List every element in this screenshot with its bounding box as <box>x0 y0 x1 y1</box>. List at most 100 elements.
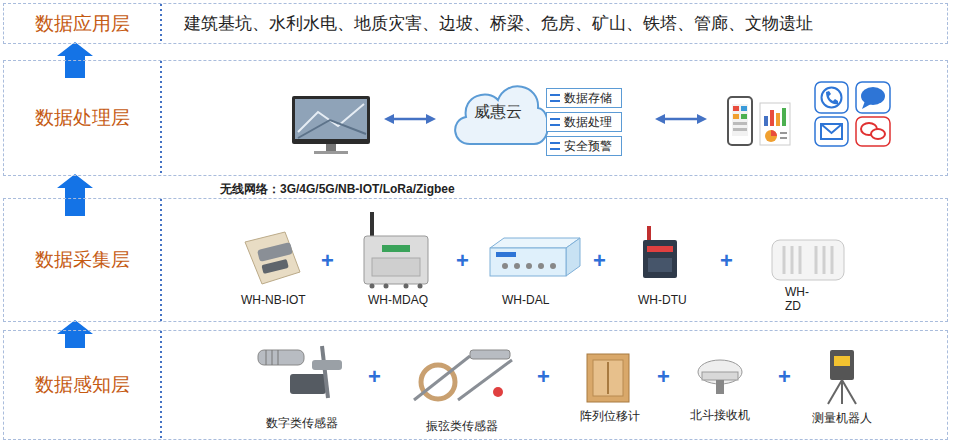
measuring-robot <box>841 380 843 404</box>
phone-report <box>765 130 777 142</box>
double-arrow <box>655 114 665 124</box>
wh-dal-device <box>490 238 580 248</box>
digital-sensor <box>258 350 304 365</box>
measuring-robot <box>828 380 842 404</box>
box-label: 数据存储 <box>564 90 612 107</box>
layer-arrow <box>57 320 93 348</box>
wh-mdaq-device <box>372 258 420 276</box>
wh-dal-device <box>566 238 580 276</box>
application-list: 建筑基坑、水利水电、地质灾害、边坡、桥梁、危房、矿山、铁塔、管廊、文物遗址 <box>184 12 813 35</box>
monitor <box>298 104 364 132</box>
plus-sign: + <box>657 366 670 388</box>
phone-report <box>733 106 739 111</box>
device-label: 数字类传感器 <box>266 415 338 432</box>
vibrating-wire-sensor <box>414 350 512 400</box>
device-label: WH-DTU <box>638 293 687 307</box>
wh-mdaq-device <box>364 236 428 284</box>
phone-report <box>770 110 774 126</box>
phone-report <box>732 104 748 136</box>
wh-nb-iot-device <box>257 242 293 262</box>
wh-dtu-device <box>643 240 677 278</box>
layer-band: 数据处理层 威惠云 数据存储数据处理安全预警 <box>3 60 948 176</box>
message-icons <box>821 124 842 133</box>
digital-sensor <box>278 350 279 365</box>
double-arrow <box>697 114 707 124</box>
cloud-outline <box>455 86 548 144</box>
wh-mdaq-device <box>418 284 423 289</box>
wh-mdaq-device <box>364 212 428 289</box>
wh-zd-device <box>815 246 818 274</box>
wh-dal-device <box>496 252 516 257</box>
wh-nb-iot-device <box>245 232 300 284</box>
plus-sign: + <box>368 366 381 388</box>
device-label: 阵列位移计 <box>580 408 640 425</box>
layer-separator <box>160 199 162 322</box>
plus-sign: + <box>456 250 469 272</box>
wh-dal-device <box>538 263 544 269</box>
network-note: 无线网络：3G/4G/5G/NB-IOT/LoRa/Zigbee <box>220 181 455 198</box>
device-label: 振弦类传感器 <box>426 418 498 435</box>
message-icons <box>826 91 838 104</box>
phone-report <box>780 132 787 134</box>
process-box: 数据存储 <box>546 88 622 108</box>
monitor <box>292 96 370 154</box>
plus-sign: + <box>778 366 791 388</box>
array-displacement-meter <box>587 354 629 402</box>
phone-report <box>728 97 790 145</box>
phone-report <box>733 114 739 119</box>
message-icons <box>822 88 842 108</box>
vibrating-wire-sensor <box>458 360 512 400</box>
layer-separator <box>160 61 162 176</box>
double-arrow <box>663 118 699 121</box>
wh-nb-iot-device <box>261 259 288 274</box>
device-label: 测量机器人 <box>812 410 872 427</box>
wh-mdaq-device <box>384 284 389 289</box>
message-icons <box>871 129 885 139</box>
wh-zd-device <box>772 240 844 280</box>
layer-label: 数据应用层 <box>35 11 130 37</box>
phone-report <box>733 122 747 125</box>
message-icons <box>815 82 890 146</box>
layer-band: 数据应用层 建筑基坑、水利水电、地质灾害、边坡、桥梁、危房、矿山、铁塔、管廊、文物… <box>3 3 948 44</box>
layer-label: 数据感知层 <box>35 372 130 398</box>
digital-sensor <box>258 346 342 398</box>
wh-dtu-device <box>647 246 673 252</box>
plus-sign: + <box>593 250 606 272</box>
wh-mdaq-device <box>370 284 375 289</box>
array-displacement-meter <box>607 362 609 394</box>
phone-report <box>782 108 786 126</box>
layer-band: 数据采集层 <box>3 198 948 322</box>
vibrating-wire-sensor <box>414 356 470 400</box>
cloud-shape: 威惠云 数据存储数据处理安全预警 <box>450 72 628 160</box>
box-icon <box>550 118 560 126</box>
layer-label: 数据处理层 <box>35 105 130 131</box>
phone-report <box>764 116 768 126</box>
wh-zd-device <box>772 240 844 280</box>
wh-dal-device <box>490 238 580 276</box>
box-label: 安全预警 <box>564 138 612 155</box>
phone-report <box>741 106 747 111</box>
wh-zd-device <box>831 246 834 274</box>
layer-label-cell: 数据处理层 <box>4 61 161 175</box>
digital-sensor <box>266 350 267 365</box>
double-arrow <box>384 114 394 124</box>
wh-dal-device <box>490 248 566 276</box>
process-box: 数据处理 <box>546 112 622 132</box>
layer-arrow <box>57 174 93 216</box>
cloud-label: 威惠云 <box>474 102 522 123</box>
wh-zd-device <box>799 246 802 274</box>
digital-sensor <box>312 360 342 370</box>
device-label: WH-MDAQ <box>368 293 428 307</box>
device-label: WH-NB-IOT <box>241 293 306 307</box>
layer-label-cell: 数据采集层 <box>4 199 161 321</box>
plus-sign: + <box>321 250 334 272</box>
wh-zd-device <box>783 246 786 274</box>
phone-report <box>733 128 747 131</box>
layer-label-cell: 数据应用层 <box>4 4 161 43</box>
process-box: 安全预警 <box>546 136 622 156</box>
wh-dtu-device <box>643 226 677 278</box>
plus-sign: + <box>537 366 550 388</box>
